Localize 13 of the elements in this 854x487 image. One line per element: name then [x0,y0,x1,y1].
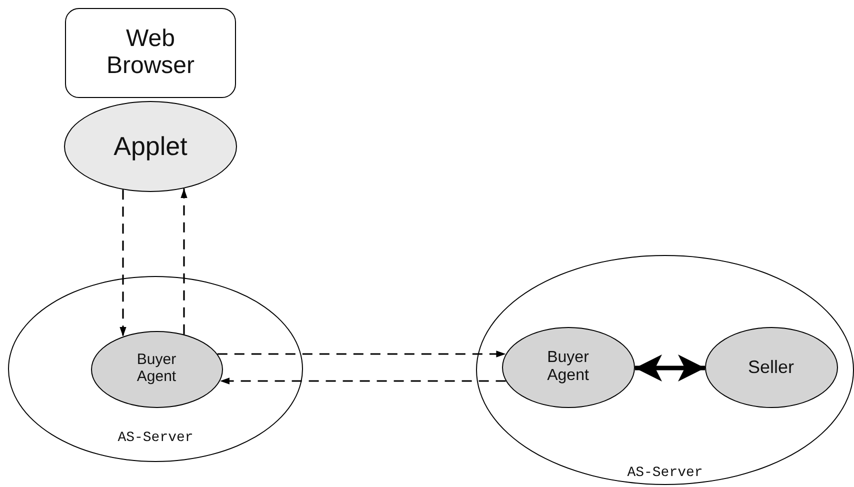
window-box [65,8,236,98]
double-arrow [635,354,705,382]
node-label: Buyer Agent [546,349,590,385]
node-label: Applet [114,132,188,162]
dashed-arrow [217,350,506,358]
server-label: AS-Server [118,431,194,447]
dashed-arrow [120,190,126,336]
node-label: Seller [748,356,794,378]
dashed-arrow [220,378,506,384]
node-label: Buyer Agent [136,352,178,386]
server-label: AS-Server [627,466,703,482]
node-label: Web Browser [105,26,196,80]
dashed-arrow [180,188,188,334]
